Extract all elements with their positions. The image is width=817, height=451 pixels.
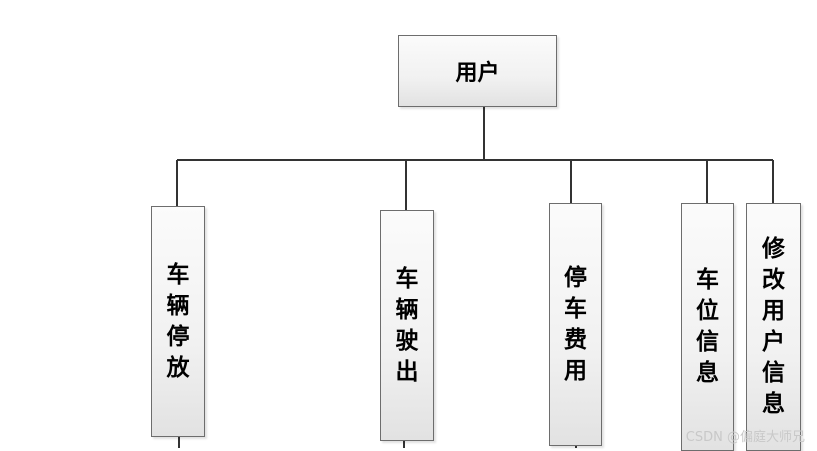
root-node-label: 用户	[455, 61, 500, 86]
child-node-label: 车辆停放	[166, 261, 190, 381]
child-node-label: 停车费用	[564, 264, 587, 384]
child-node-box: 车位信息	[681, 203, 734, 451]
child-node-box: 车辆停放	[151, 206, 205, 437]
watermark-text: CSDN @偏庭大师兄	[685, 430, 805, 445]
child-node-label: 车辆驶出	[395, 265, 419, 385]
child-node-label: 车位信息	[696, 267, 719, 386]
child-node-box: 停车费用	[549, 203, 602, 446]
child-node-box: 车辆驶出	[380, 210, 434, 441]
child-node-box: 修改用户信息	[746, 203, 801, 451]
child-node-label: 修改用户信息	[762, 236, 785, 417]
root-node-box: 用户	[398, 35, 557, 107]
